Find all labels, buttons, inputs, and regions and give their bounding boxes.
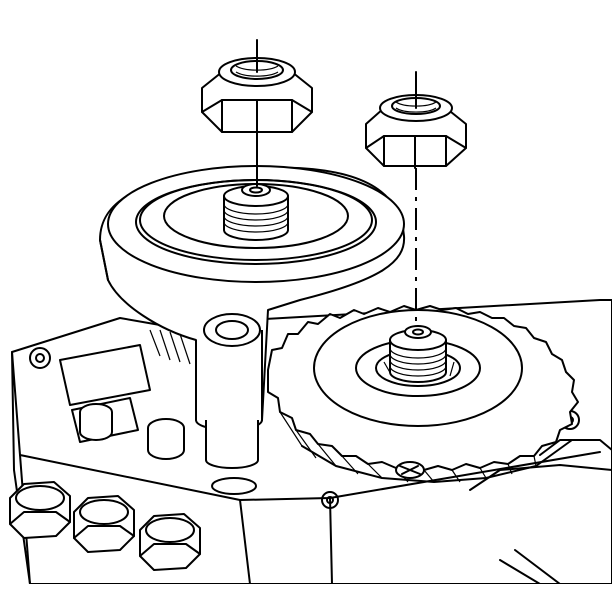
left-shaft-thread (223, 183, 289, 241)
nut-left (201, 57, 313, 135)
bolt-2 (73, 495, 135, 553)
bolt-3 (139, 513, 201, 571)
nut-right (365, 94, 467, 169)
bolt-1 (9, 481, 71, 539)
right-shaft-thread (389, 325, 447, 383)
case-plug-left (79, 403, 113, 441)
case-plug-right (147, 418, 185, 460)
upper-bearing-housing (99, 165, 406, 495)
gear-retaining-bolt (395, 461, 425, 479)
